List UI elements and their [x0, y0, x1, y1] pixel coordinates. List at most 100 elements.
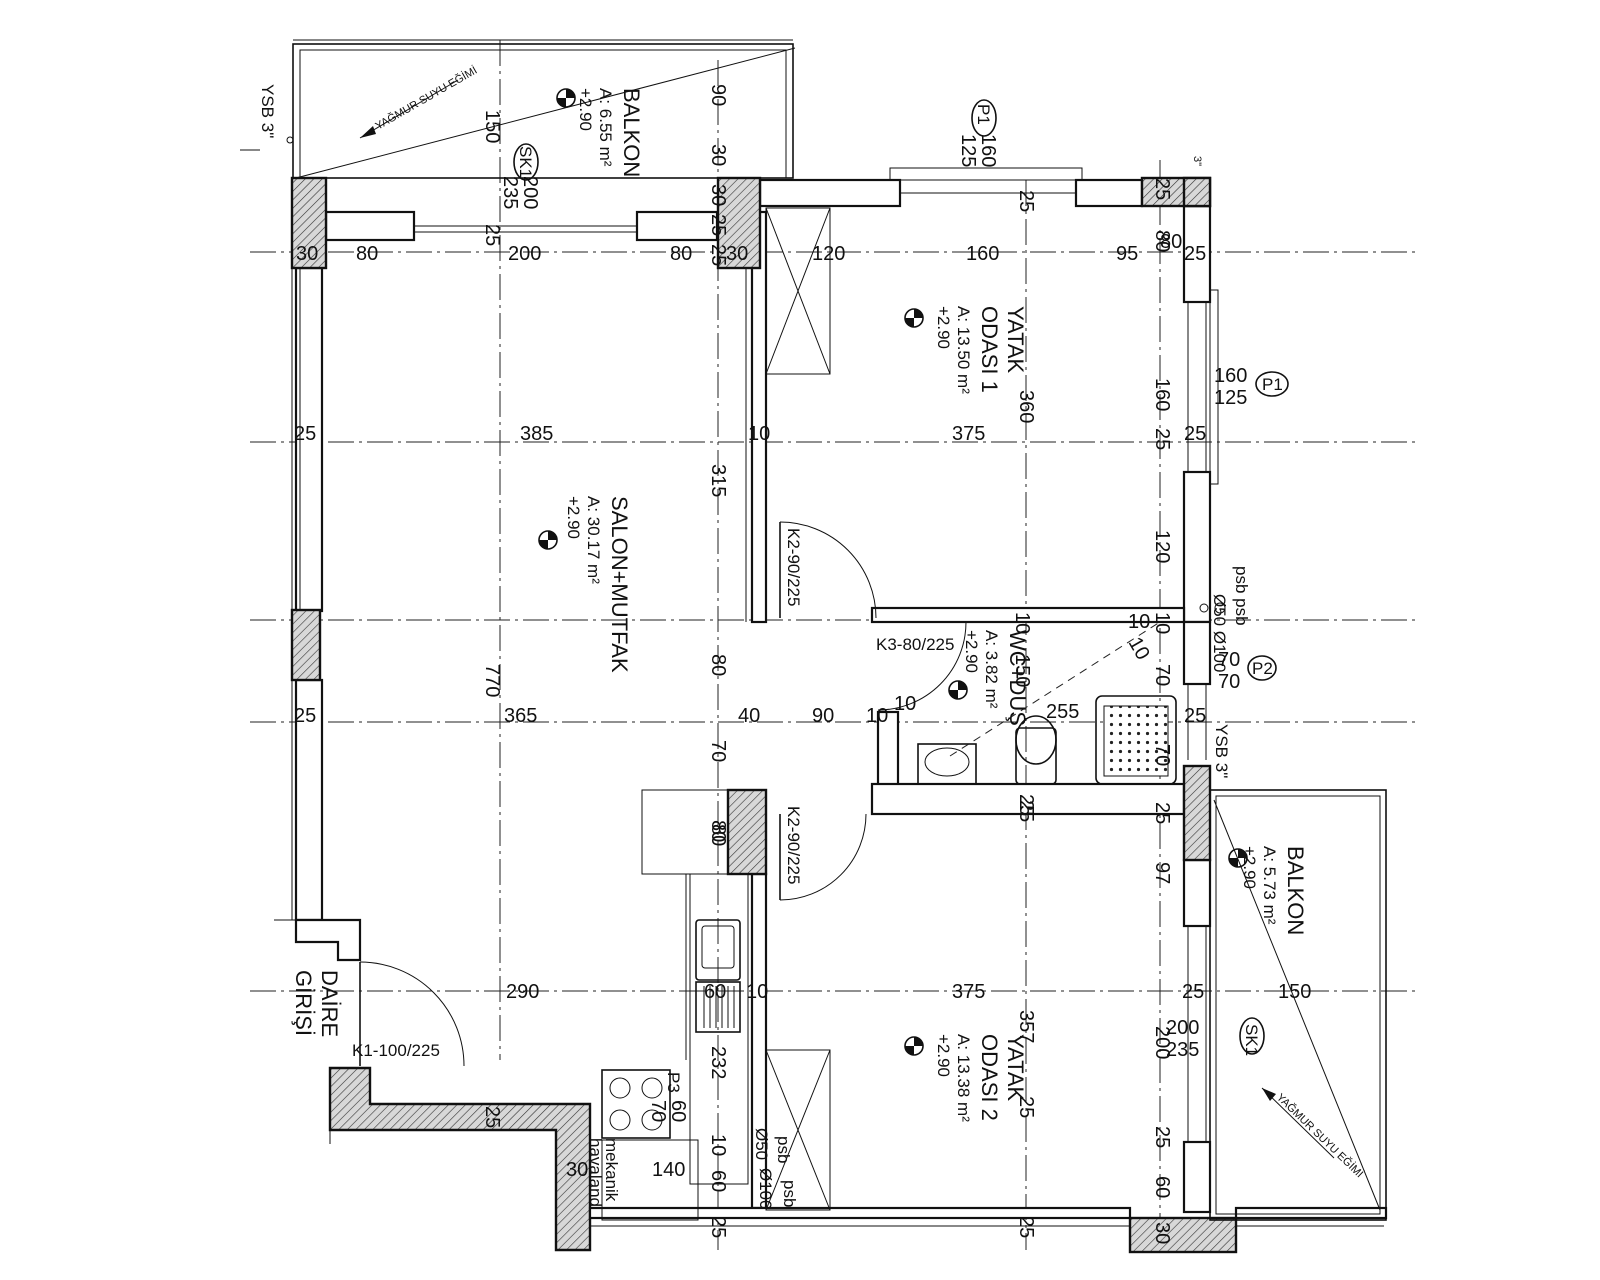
dim-row1-7: 95 [1116, 243, 1138, 265]
dim-col-right-12: 60 [1151, 1176, 1173, 1198]
dim-col-right-7: 70 [1151, 664, 1173, 686]
room-wc: WC+DUŞ A: 3.82 m² +2.90 [962, 630, 1030, 726]
window-tag: P2 [1252, 659, 1273, 678]
window-sk1-right: 200 235 SK1 [1166, 1017, 1261, 1061]
dim-row1-2: 200 [508, 243, 541, 265]
columns [290, 176, 1238, 1254]
fixtures [601, 695, 1177, 1221]
dim-col-mid-10: 10 [707, 1134, 729, 1156]
window-p1-top: P1 160 125 [957, 104, 999, 167]
room-balkon-right: BALKON A: 5.73 m² +2.90 [1240, 846, 1308, 935]
room-area: A: 5.73 m² [1260, 846, 1279, 925]
room-area: A: 13.50 m² [954, 306, 973, 394]
room-name-line1: DAİRE [317, 970, 342, 1037]
door-labels: K1-100/225 K2-90/225 K3-80/225 K2-90/225 [352, 528, 954, 1060]
pipe-symbols [240, 136, 1226, 757]
dim-col-wc-0: 10 [1011, 612, 1033, 634]
room-name-line1: YATAK [1003, 1034, 1028, 1102]
dim-col-right-6: 10 [1124, 634, 1154, 664]
dim-col-mid-6: 80 [707, 654, 729, 676]
dim-col-right-4: 120 [1151, 530, 1173, 563]
dim-col-right-0: 25 [1151, 178, 1173, 200]
dim-col-wc-1: 150 [1011, 654, 1033, 687]
window-tag: SK1 [1242, 1024, 1261, 1056]
door-label-k2-bottom: K2-90/225 [784, 806, 803, 884]
dim-col-mid-9: 232 [707, 1046, 729, 1079]
dim-row2-3: 375 [952, 423, 985, 445]
room-name: BALKON [1283, 846, 1308, 935]
window-tag: P1 [1262, 375, 1283, 394]
room-salon: SALON+MUTFAK A: 30.17 m² +2.90 [564, 496, 632, 673]
window-width: 160 [977, 134, 999, 167]
dim-row1-5: 120 [812, 243, 845, 265]
room-name: WC+DUŞ [1005, 630, 1030, 726]
three-inch-note: 3" [1191, 156, 1203, 166]
room-balkon-top: BALKON A: 6.55 m² +2.90 [576, 88, 644, 177]
elevation-marker-yatak2 [904, 1036, 924, 1056]
room-level: +2.90 [962, 630, 981, 673]
dim-row4-2: 375 [952, 981, 985, 1003]
dim-col-mid-7: 70 [707, 740, 729, 762]
elevation-marker-wc [948, 680, 968, 700]
room-yatak1: YATAK ODASI 1 A: 13.50 m² +2.90 [934, 306, 1028, 394]
dim-col-salon-0: 150 [481, 110, 503, 143]
dim-col-mid-11: 60 [707, 1170, 729, 1192]
room-level: +2.90 [564, 496, 583, 539]
dim-col-mid-12: 25 [707, 1216, 729, 1238]
room-name-line1: YATAK [1003, 306, 1028, 374]
psb-note-k2: psb [780, 1180, 799, 1207]
dim-row2-2: 10 [748, 423, 770, 445]
dim-col-mid-1: 30 [707, 144, 729, 166]
window-height: 235 [499, 176, 521, 209]
dim-misc-5: 60 [704, 981, 726, 1003]
dim-row1-4: 30 [726, 243, 748, 265]
window-tag: P1 [974, 104, 993, 125]
dim-row3-3: 90 [812, 705, 834, 727]
psb-note-k1: psb [774, 1136, 793, 1163]
elevation-marker-balkon-right [1228, 848, 1248, 868]
doors [359, 521, 967, 1067]
dim-col-mid-4: 25 [707, 244, 729, 266]
dim-row1-9: 25 [1184, 243, 1206, 265]
window-height: 70 [647, 1100, 669, 1122]
dim-row3-6: 255 [1046, 701, 1079, 723]
drain-board [703, 986, 735, 1028]
dim-row1-6: 160 [966, 243, 999, 265]
window-height: 235 [1166, 1039, 1199, 1061]
window-p2: 70 70 P2 [1218, 649, 1273, 693]
dim-misc-9: 80 [707, 820, 729, 842]
dim-row3-5: 10 [894, 693, 916, 715]
room-name: SALON+MUTFAK [607, 496, 632, 673]
dim-col-mid2-1: 360 [1015, 390, 1037, 423]
dim-col-mid2-2: 25 [1015, 794, 1037, 816]
dim-col-mid-2: 30 [707, 184, 729, 206]
dim-misc-1: 25 [1015, 1096, 1037, 1118]
room-labels: BALKON A: 6.55 m² +2.90 SALON+MUTFAK A: … [291, 88, 1308, 1122]
dim-col-mid2-3: 357 [1015, 1010, 1037, 1043]
dim-row4-3: 25 [1182, 981, 1204, 1003]
dim-misc-8: 10 [1128, 611, 1150, 633]
window-labels: SK1 200 235 P1 160 125 160 125 P1 70 70 … [499, 104, 1283, 1122]
pipe-note-k1: Ø50 [752, 1128, 771, 1160]
dim-row2-1: 385 [520, 423, 553, 445]
door-label-k3: K3-80/225 [876, 635, 954, 654]
pipe-note-k2: Ø100 [756, 1168, 775, 1210]
dim-row3-2: 40 [738, 705, 760, 727]
elevation-marker-yatak1 [904, 308, 924, 328]
dim-row4-4: 150 [1278, 981, 1311, 1003]
window-width: 200 [519, 176, 541, 209]
elevation-markers [538, 88, 1248, 1056]
dim-misc-4: 140 [652, 1159, 685, 1181]
room-name-line2: ODASI 2 [977, 1034, 1002, 1121]
dim-col-right-8: 70 [1151, 744, 1173, 766]
dim-row3-7: 25 [1184, 705, 1206, 727]
dim-row3-4: 10 [866, 705, 888, 727]
window-height: 70 [1218, 671, 1240, 693]
dim-row3-1: 365 [504, 705, 537, 727]
room-name-line2: ODASI 1 [977, 306, 1002, 393]
dim-misc-6: 25 [1015, 800, 1037, 822]
window-width: 70 [1218, 649, 1240, 671]
dim-col-right-1: 80 [1151, 230, 1173, 252]
dim-col-mid-0: 90 [707, 84, 729, 106]
